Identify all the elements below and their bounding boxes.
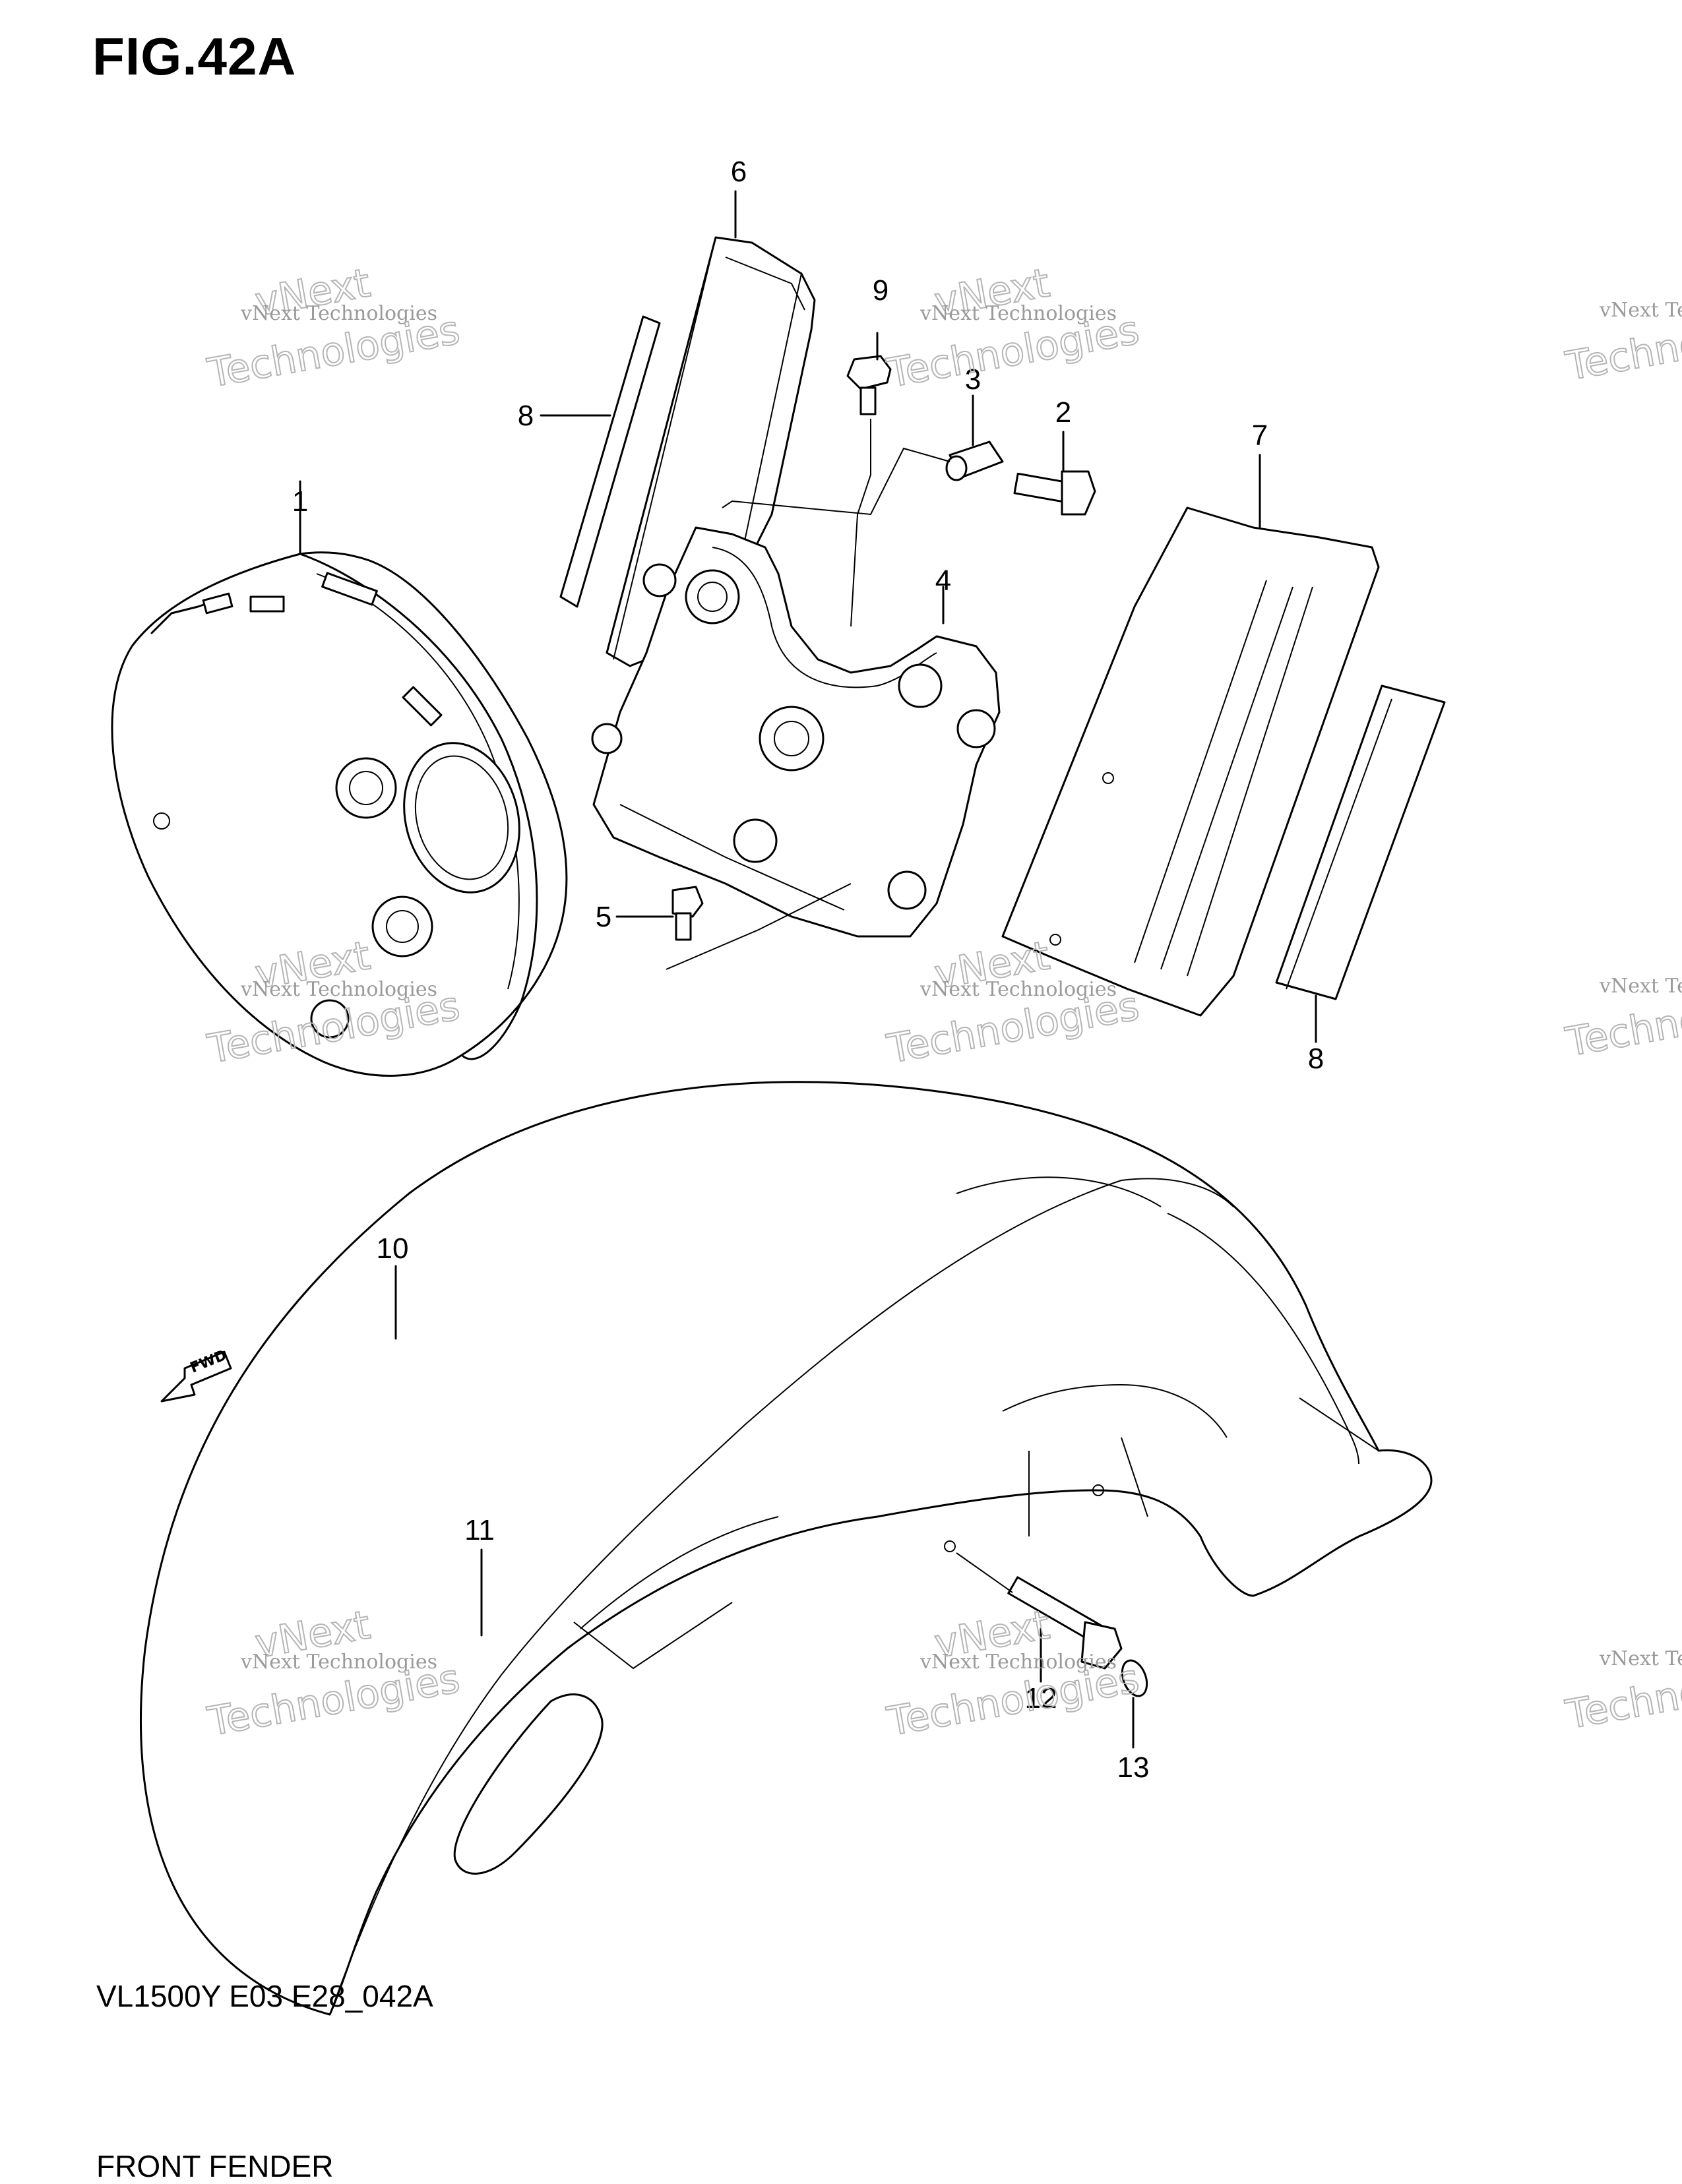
part-9-bolt	[846, 332, 892, 627]
watermark-3: vNext Technologies Technologies	[1562, 299, 1682, 390]
svg-text:vNext Technologies: vNext Technologies	[240, 1651, 437, 1674]
callout-13: 13	[1117, 1751, 1150, 1784]
callout-1: 1	[292, 485, 308, 518]
svg-text:vNext Technologies: vNext Technologies	[240, 978, 437, 1001]
callout-12: 12	[1025, 1682, 1057, 1714]
watermark-2: vNext vNext Technologies Technologies	[883, 259, 1143, 397]
svg-text:vNext Technologies: vNext Technologies	[919, 302, 1117, 325]
part-2-bolt	[1013, 431, 1096, 516]
callout-9: 9	[873, 274, 888, 307]
part-12-fender-bolt	[956, 1552, 1123, 1683]
callout-5: 5	[596, 901, 611, 933]
figure-title: FIG.42A	[92, 27, 297, 86]
callout-4: 4	[935, 564, 951, 597]
svg-text:vNext Technologies: vNext Technologies	[1599, 299, 1682, 322]
callout-6: 6	[731, 156, 747, 188]
part-8-strip-right	[1275, 684, 1446, 1043]
part-7-side-cover	[1001, 454, 1380, 1017]
watermark-1: vNext vNext Technologies Technologies	[203, 259, 464, 397]
callout-2: 2	[1055, 396, 1071, 429]
svg-text:vNext Technologies: vNext Technologies	[919, 1651, 1117, 1674]
callout-10: 10	[377, 1232, 409, 1265]
part-8-strip-upper	[540, 315, 661, 608]
part-group-name: FRONT FENDER	[96, 2149, 334, 2183]
part-13-washer	[1121, 1659, 1148, 1749]
callout-11: 11	[464, 1514, 495, 1546]
watermark-5: vNext vNext Technologies Technologies	[883, 932, 1143, 1073]
part-3-collar	[722, 394, 1004, 516]
watermark-6: vNext Technologies Technologies	[1562, 975, 1682, 1066]
svg-text:vNext Technologies: vNext Technologies	[240, 302, 437, 325]
callout-7: 7	[1252, 419, 1268, 452]
svg-text:vNext Technologies: vNext Technologies	[919, 978, 1117, 1001]
model-code: VL1500Y E03 E28_042A	[96, 1979, 433, 2013]
callout-8-upper: 8	[518, 400, 534, 432]
watermark-9: vNext Technologies Technologies	[1562, 1647, 1682, 1739]
fwd-arrow-icon: FWD	[160, 1347, 232, 1403]
watermark-8: vNext vNext Technologies Technologies	[883, 1601, 1143, 1745]
callout-8-lower: 8	[1308, 1043, 1324, 1075]
part-10-front-fender	[139, 1081, 1433, 2016]
part-5-screw	[615, 883, 852, 970]
svg-text:vNext Technologies: vNext Technologies	[1599, 1647, 1682, 1670]
svg-text:vNext Technologies: vNext Technologies	[1599, 975, 1682, 998]
part-1-headlight-housing	[111, 480, 568, 1077]
callout-3: 3	[965, 363, 981, 396]
part-4-headlight-bracket	[591, 526, 1001, 938]
